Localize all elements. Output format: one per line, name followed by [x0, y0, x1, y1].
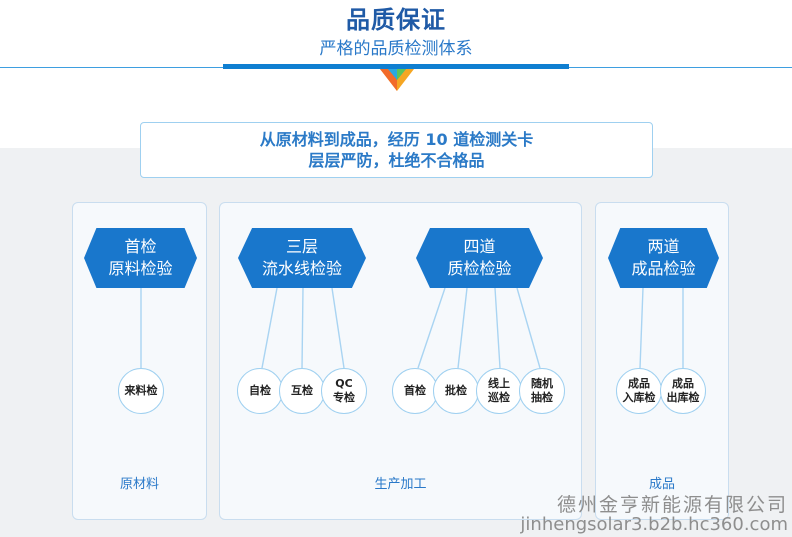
hex-line: 成品检验 [631, 259, 696, 278]
brand-logo-icon [380, 69, 414, 91]
node-label: 首检 [404, 384, 426, 397]
node-label: 入库检 [622, 391, 656, 404]
node-label: 巡检 [488, 391, 510, 404]
node-label: 出库检 [666, 391, 700, 404]
hex-line: 两道 [647, 237, 680, 256]
hex-line: 原料检验 [108, 259, 173, 278]
node-warehouse-out: 成品 出库检 [660, 368, 706, 414]
node-label: 成品 [672, 377, 694, 390]
node-incoming-inspection: 来料检 [118, 368, 164, 414]
node-label: 来料检 [124, 384, 158, 397]
node-label: 批检 [445, 384, 467, 397]
intro-banner: 从原材料到成品，经历 10 道检测关卡 层层严防，杜绝不合格品 [140, 122, 653, 178]
finished-product-label: 成品 [648, 477, 675, 492]
banner-line-1: 从原材料到成品，经历 10 道检测关卡 [259, 130, 534, 149]
hex-line: 三层 [285, 237, 318, 256]
node-warehouse-in: 成品 入库检 [616, 368, 662, 414]
banner-line-2: 层层严防，杜绝不合格品 [308, 151, 485, 170]
raw-material-label: 原材料 [119, 477, 159, 492]
hex-line: 质检检验 [447, 259, 512, 278]
watermark-company: 德州金亨新能源有限公司 [556, 494, 788, 516]
node-self-check: 自检 [237, 368, 283, 414]
line-inspection-hexagon: 三层 流水线检验 [238, 228, 366, 288]
node-label: 线上 [488, 377, 510, 390]
node-label: 自检 [249, 384, 271, 397]
finished-inspection-hexagon: 两道 成品检验 [608, 228, 719, 288]
node-label: 成品 [628, 377, 650, 390]
watermark-url: jinhengsolar3.b2b.hc360.com [520, 514, 788, 535]
production-label: 生产加工 [374, 477, 427, 492]
first-inspection-hexagon: 首检 原料检验 [84, 228, 197, 288]
node-label: 随机 [531, 377, 553, 390]
hex-line: 四道 [463, 237, 496, 256]
page-subtitle: 严格的品质检测体系 [319, 39, 473, 59]
header-rule-highlight [223, 64, 569, 69]
node-label: 互检 [291, 384, 313, 397]
node-batch-check: 批检 [433, 368, 479, 414]
hex-line: 流水线检验 [261, 259, 342, 278]
node-online-patrol: 线上 巡检 [476, 368, 522, 414]
node-first-article: 首检 [392, 368, 438, 414]
node-label: 专检 [333, 391, 355, 404]
hex-line: 首检 [124, 237, 157, 256]
quality-inspection-hexagon: 四道 质检检验 [416, 228, 543, 288]
page-title: 品质保证 [346, 6, 446, 34]
node-random-sampling: 随机 抽检 [519, 368, 565, 414]
node-mutual-check: 互检 [279, 368, 325, 414]
node-label: 抽检 [531, 391, 553, 404]
node-qc-check: QC 专检 [321, 368, 367, 414]
node-label: QC [335, 377, 353, 390]
